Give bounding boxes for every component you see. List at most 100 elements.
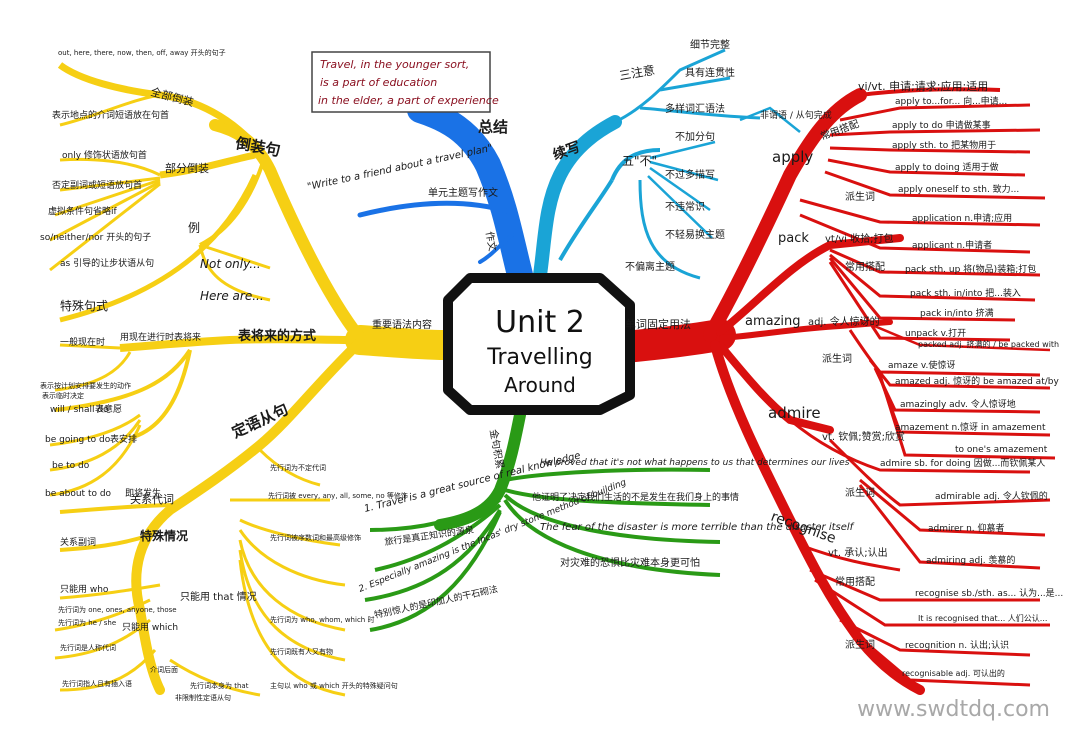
five-nots-label: 五"不" (622, 154, 657, 168)
future-item-5: be going to do (45, 435, 111, 445)
future-present-tense: 一般现在时 (60, 336, 105, 348)
green-branch (364, 409, 721, 632)
center-title-line2: Travelling (486, 345, 593, 370)
amazing-derived-3: amazingly adv. 令人惊讶地 (900, 398, 1016, 410)
apply-colloc-5: apply oneself to sth. 致力... (898, 183, 1019, 195)
who-only-label: 只能用 who (60, 583, 109, 595)
cyan-labels: 续写 三注意 细节完整 具有连贯性 多样词汇语法 非谓语 / 从句完成 五"不"… (551, 38, 832, 273)
example-1: Not only... (200, 257, 261, 271)
vocab-usage-label: 单词固定用法 (625, 317, 691, 331)
partial-inversion-item-5: as 引导的让步状语从句 (60, 257, 154, 269)
which-note-2: 先行词本身为 that (190, 681, 249, 690)
apply-derived-1: application n.申请;应用 (912, 212, 1012, 224)
writing-task-label: 单元主题写作文 (428, 186, 498, 199)
that-item-3: 先行词被序数词和最高级修饰 (270, 533, 361, 542)
example-label: 例 (188, 221, 200, 235)
recognise-derived-label: 派生词 (845, 638, 875, 651)
apply-colloc-4: apply to doing 适用于做 (895, 161, 999, 173)
three-notes-item-2: 具有连贯性 (685, 66, 735, 79)
writing-prompt: "Write to a friend about a travel plan" (306, 143, 493, 193)
who-item-4: 先行词指人且有插入语 (62, 679, 132, 688)
quote-line-3: in the elder, a part of experience (318, 94, 499, 107)
pack-derived-note: packed adj. 挤满的 / be packed with (918, 339, 1059, 349)
green-quote-3-zh: 他证明了决定我们生活的不是发生在我们身上的事情 (532, 491, 739, 503)
green-quote-4-zh: 对灾难的恐惧比灾难本身更可怕 (560, 556, 700, 569)
watermark: www.swdtdq.com (857, 697, 1050, 722)
center-title-line1: Unit 2 (495, 305, 585, 340)
recognise-pos: vt. 承认;认出 (828, 546, 888, 559)
full-inversion-item-1: out, here, there, now, then, off, away 开… (58, 48, 226, 57)
who-item-2: 先行词为 he / she (58, 618, 116, 627)
amazing-word: amazing (745, 314, 801, 329)
that-item-1: 先行词为不定代词 (270, 463, 326, 472)
future-item-7: be about to do (45, 489, 112, 499)
amazing-pos: adj. 令人惊讶的 (808, 315, 880, 328)
amazing-derived-label: 派生词 (822, 352, 852, 365)
that-item-6: 主句以 who 或 which 开头的特殊疑问句 (270, 681, 398, 690)
future-item-4: 表示临时决定 (42, 391, 84, 400)
five-nots-item-5: 不偏离主题 (625, 260, 675, 273)
partial-inversion-label: 部分倒装 (165, 161, 209, 175)
green-quote-2-zh: 特别惊人的是印加人的干石砌法 (373, 583, 499, 621)
future-label-3: 即将发生 (125, 487, 161, 499)
that-item-2: 先行词被 every, any, all, some, no 等修饰 (268, 491, 408, 500)
five-nots-item-4: 不轻易换主题 (665, 228, 725, 241)
recognise-derived-2: recognisable adj. 可认出的 (902, 668, 1005, 678)
quote-note: Travel, in the younger sort, is a part o… (311, 51, 499, 113)
full-inversion-item-2: 表示地点的介词短语放在句首 (52, 109, 169, 121)
amazing-derived-2: amazed adj. 惊讶的 be amazed at/by (895, 375, 1059, 387)
blue-branch (357, 97, 533, 288)
example-2: Here are... (200, 289, 264, 303)
three-notes-item-1: 细节完整 (690, 38, 730, 51)
future-item-2: 表示按计划安排要发生的动作 (40, 381, 131, 390)
amazing-derived-5: to one's amazement (955, 445, 1048, 455)
partial-inversion-item-4: so/neither/nor 开头的句子 (40, 231, 151, 243)
quote-line-2: is a part of education (320, 76, 437, 89)
special-cases-label: 特殊情况 (140, 528, 188, 543)
amazing-derived-4: amazement n.惊讶 in amazement (895, 421, 1046, 433)
which-only-label: 只能用 which (122, 621, 178, 633)
who-item-1: 先行词为 one, ones, anyone, those (58, 605, 177, 614)
partial-inversion-item-2: 否定副词或短语放句首 (52, 179, 142, 191)
apply-derived-2: applicant n.申请者 (912, 239, 992, 251)
admire-derived-1: admirable adj. 令人钦佩的 (935, 490, 1048, 502)
apply-colloc-1: apply to...for... 向...申请... (895, 95, 1007, 107)
apply-word: apply (772, 148, 813, 166)
five-nots-item-2: 不过多描写 (665, 168, 715, 181)
partial-inversion-item-3: 虚拟条件句省略if (48, 205, 118, 217)
relative-adverbs-label: 关系副词 (60, 536, 96, 548)
admire-colloc-1: admire sb. for doing 因做...而钦佩某人 (880, 457, 1045, 469)
apply-pos: vi/vt. 申请;请求;应用;适用 (858, 79, 988, 93)
recognise-colloc-2: It is recognised that... 人们公认... (918, 613, 1047, 623)
that-item-4: 先行词为 who, whom, which 时 (270, 615, 374, 624)
summary-label: 总结 (478, 118, 508, 136)
pack-word: pack (778, 231, 809, 246)
partial-inversion-item-1: only 修饰状语放句首 (62, 149, 147, 161)
pack-colloc-4: unpack v.打开 (905, 327, 966, 339)
recognise-collocations-label: 常用搭配 (835, 575, 875, 588)
apply-colloc-3: apply sth. to 把某物用于 (892, 139, 996, 151)
future-item-1: 用现在进行时表将来 (120, 331, 201, 343)
which-note-1: 介词后面 (150, 665, 178, 674)
red-labels: 单词固定用法 apply vi/vt. 申请;请求;应用;适用 常用搭配 app… (625, 79, 1063, 678)
pack-colloc-2: pack sth. in/into 把...装入 (910, 287, 1021, 299)
who-item-3: 先行词是人称代词 (60, 643, 116, 652)
center-node: Unit 2 Travelling Around (443, 273, 635, 415)
amazing-derived-1: amaze v.使惊讶 (888, 359, 955, 371)
special-forms-label: 特殊句式 (60, 298, 108, 313)
full-inversion-label: 全部倒装 (149, 84, 195, 109)
three-notes-item-3: 多样词汇语法 (665, 102, 725, 115)
cyan-branch (533, 48, 801, 282)
future-item-6: be to do (52, 461, 90, 471)
future-item-3: will / shall do (50, 405, 109, 415)
apply-colloc-2: apply to do 申请做某事 (892, 119, 991, 131)
center-title-line3: Around (504, 373, 576, 397)
that-only-label: 只能用 that 情况 (180, 590, 257, 603)
green-quote-4-en: The fear of the disaster is more terribl… (540, 522, 855, 533)
future-label-2: 表安排 (110, 433, 137, 445)
yellow-branch (49, 62, 460, 697)
green-quote-3-en: He proved that it's not what happens to … (540, 458, 850, 468)
three-notes-label: 三注意 (618, 62, 656, 83)
side-note: 非谓语 / 从句完成 (760, 109, 832, 121)
